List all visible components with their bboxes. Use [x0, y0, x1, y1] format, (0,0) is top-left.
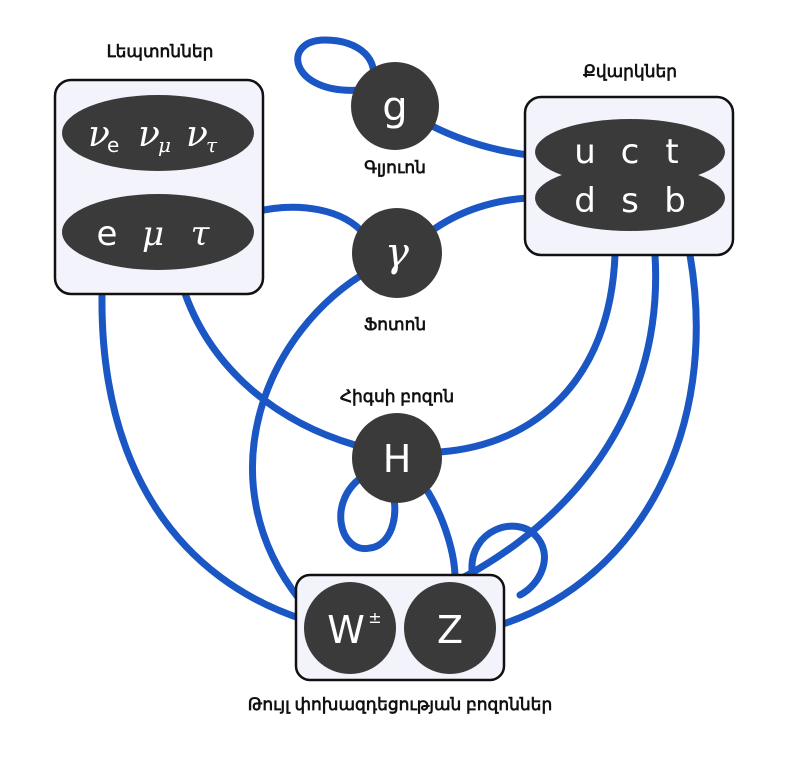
- higgs-symbol: H: [383, 437, 412, 481]
- z-boson-node: [404, 582, 496, 674]
- leptons-title: Լեպտոններ: [107, 42, 214, 61]
- edge-z-self-loop: [468, 522, 548, 599]
- neutrino-tau-subscript: τ: [206, 133, 218, 157]
- edge-higgs-z: [424, 488, 459, 582]
- neutrino-e-symbol: ν: [88, 114, 110, 155]
- neutrino-e-subscript: e: [107, 133, 119, 157]
- gluon-group: g Գլյուոն: [351, 62, 439, 177]
- neutrino-mu-symbol: ν: [138, 114, 160, 155]
- up-quark-symbol: u: [574, 132, 596, 172]
- edge-leptons-higgs: [174, 266, 359, 449]
- interaction-edges: [98, 36, 700, 629]
- higgs-label: Հիգսի բոզոն: [340, 387, 454, 406]
- quarks-title: Քվարկներ: [583, 62, 677, 81]
- photon-node: [352, 208, 442, 298]
- leptons-group: Լեպտոններ ν e ν μ ν τ e μ τ: [53, 42, 265, 296]
- up-quark-pill: [535, 119, 725, 185]
- gluon-node: [351, 62, 439, 150]
- neutrino-tau-symbol: ν: [186, 114, 208, 155]
- z-boson-symbol: Z: [437, 608, 463, 652]
- charged-lepton-pill: [62, 194, 254, 270]
- edge-photon-quarks: [426, 194, 532, 236]
- weak-bosons-group: W ± Z Թույլ փոխազդեցության բոզոններ: [248, 573, 552, 715]
- w-boson-node: [304, 582, 396, 674]
- photon-symbol: γ: [385, 230, 409, 276]
- edge-higgs-self-loop: [337, 471, 399, 553]
- muon-symbol: μ: [142, 214, 164, 254]
- edge-photon-w: [249, 266, 374, 604]
- gluon-symbol: g: [382, 84, 407, 130]
- photon-label: Ֆոտոն: [364, 315, 426, 334]
- neutrino-mu-subscript: μ: [158, 133, 171, 157]
- top-quark-symbol: t: [665, 132, 678, 172]
- edge-gluon-quarks: [426, 121, 532, 159]
- edge-photon-leptons: [246, 203, 369, 239]
- neutrino-pill: [62, 95, 254, 171]
- edge-gluon-self-loop: [294, 36, 378, 94]
- edge-quarks-z: [496, 251, 700, 629]
- edge-leptons-w: [98, 291, 309, 624]
- higgs-node: [352, 413, 442, 503]
- bottom-quark-symbol: b: [664, 181, 686, 221]
- edge-quarks-higgs: [436, 251, 619, 456]
- weak-bosons-title: Թույլ փոխազդեցության բոզոններ: [248, 695, 552, 715]
- gluon-label: Գլյուոն: [364, 158, 426, 177]
- higgs-group: Հիգսի բոզոն H: [340, 387, 454, 503]
- w-boson-symbol: W: [327, 608, 365, 652]
- tau-symbol: τ: [191, 214, 211, 254]
- quarks-group: Քվարկներ u c t d s b: [523, 62, 735, 257]
- strange-quark-symbol: s: [621, 181, 639, 221]
- charm-quark-symbol: c: [621, 132, 640, 172]
- electron-symbol: e: [97, 214, 118, 254]
- photon-group: γ Ֆոտոն: [352, 208, 442, 334]
- w-boson-charge: ±: [368, 608, 381, 627]
- down-quark-pill: [535, 165, 725, 231]
- down-quark-symbol: d: [574, 181, 596, 221]
